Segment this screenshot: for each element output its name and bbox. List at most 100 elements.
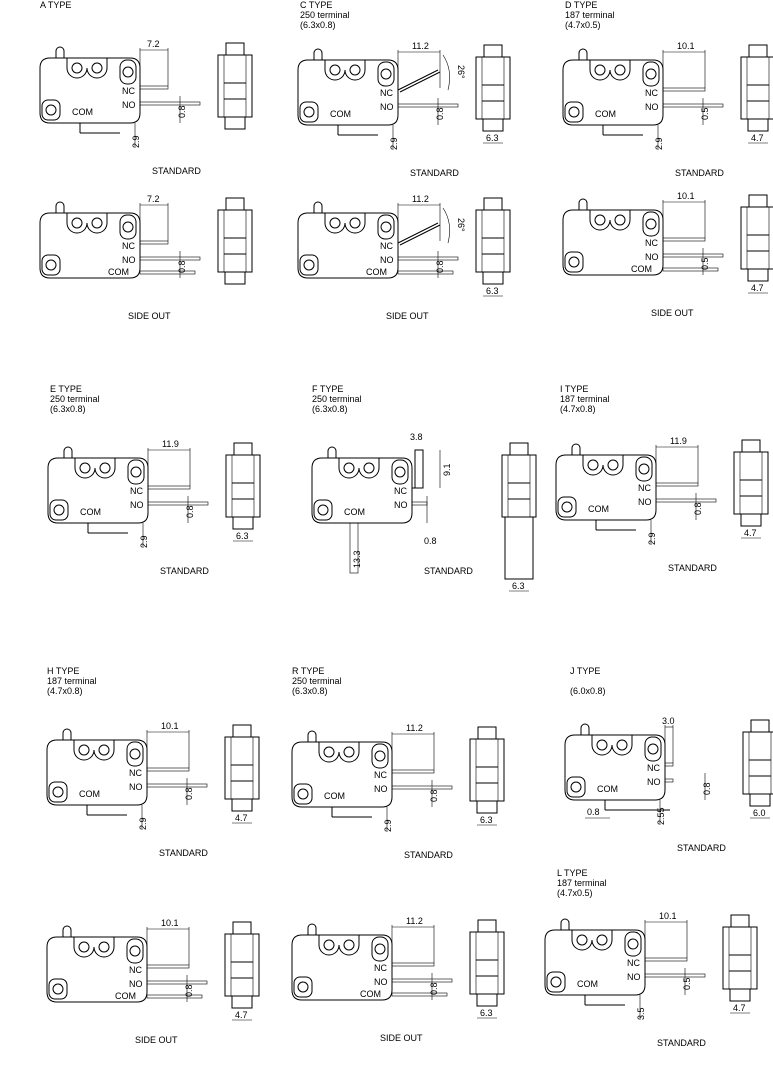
terminal-spec: 187 terminal <box>557 878 607 888</box>
side-view-plunger <box>232 921 252 935</box>
no-label: NO <box>122 100 136 110</box>
thickness-dimension: 0.8 <box>424 536 437 546</box>
type-title: F TYPE <box>312 384 343 394</box>
nc-terminal-angled <box>399 224 441 246</box>
terminal-spec: (6.3x0.8) <box>292 686 328 696</box>
switch-body <box>562 59 664 126</box>
thickness-dimension: 0.8 <box>184 984 194 997</box>
nc-terminal-vertical <box>414 449 424 489</box>
mounting-hole-frame <box>566 776 586 798</box>
variant-caption: STANDARD <box>424 566 473 576</box>
width-dimension: 10.1 <box>161 918 179 928</box>
type-title: C TYPE <box>300 0 332 10</box>
angle-arc <box>442 54 450 91</box>
no-terminal <box>147 501 209 506</box>
variant-caption: STANDARD <box>410 168 459 178</box>
mounting-hole <box>568 106 580 118</box>
nc-label: NC <box>380 88 393 98</box>
side-view-body <box>225 454 261 518</box>
side-view-plunger <box>232 724 252 738</box>
width-dimension: 3.8 <box>410 432 423 442</box>
com-terminal <box>146 994 203 999</box>
no-label: NO <box>129 979 143 989</box>
screw-icon <box>576 934 588 946</box>
screw-icon <box>349 217 361 229</box>
actuator-pin <box>313 201 323 213</box>
mounting-hole-frame <box>377 214 395 240</box>
switch-body <box>297 59 399 126</box>
mounting-hole <box>45 104 57 116</box>
thickness-dimension: 0.8 <box>177 105 187 118</box>
nc-terminal <box>147 485 191 490</box>
screw-housing <box>591 735 633 756</box>
screw-housing <box>74 458 116 479</box>
com-label: COM <box>80 507 101 517</box>
switch-body <box>544 929 646 996</box>
screw-housing <box>582 455 624 476</box>
terminal-spec: (6.3x0.8) <box>300 20 336 30</box>
screw-icon <box>98 744 110 756</box>
mounting-hole-frame <box>293 783 313 805</box>
nc-label: NC <box>374 770 387 780</box>
mounting-hole-frame <box>644 736 662 762</box>
com-label: COM <box>72 107 93 117</box>
terminal-width-dimension: 6.3 <box>512 581 525 591</box>
terminal-width-dimension: 6.3 <box>486 286 499 296</box>
angle-dimension: 26° <box>456 65 466 79</box>
mounting-hole-frame <box>293 976 313 998</box>
mounting-hole <box>122 221 134 233</box>
thickness-dimension: 0.5 <box>700 107 710 120</box>
terminal-width-dimension: 4.7 <box>235 1010 248 1020</box>
mounting-hole <box>297 981 309 993</box>
com-label: COM <box>595 109 616 119</box>
side-view-plunger <box>225 197 245 211</box>
nc-label: NC <box>129 965 142 975</box>
no-terminal <box>664 778 674 783</box>
variant-caption: SIDE OUT <box>651 308 694 318</box>
terminal-width-dimension: 4.7 <box>733 1003 746 1013</box>
type-title: R TYPE <box>292 666 324 676</box>
terminal-width-dimension: 6.3 <box>486 133 499 143</box>
nc-terminal <box>391 962 435 967</box>
side-view-body <box>742 731 773 795</box>
offset-dimension: 3.5 <box>636 1007 646 1020</box>
mounting-hole-frame <box>635 456 653 482</box>
mounting-hole-frame <box>41 254 61 276</box>
com-label: COM <box>344 507 365 517</box>
mounting-hole <box>550 976 562 988</box>
side-view-plunger <box>509 442 529 456</box>
variant-caption: STANDARD <box>657 1038 706 1048</box>
width-dimension: 11.2 <box>406 916 423 926</box>
nc-terminal-angled <box>397 69 439 91</box>
mounting-hole-frame <box>313 499 333 521</box>
terminal-width-dimension: 6.3 <box>236 531 249 541</box>
no-terminal <box>139 101 201 106</box>
com-label: COM <box>79 789 100 799</box>
screw-icon <box>343 462 355 474</box>
no-terminal <box>662 253 724 258</box>
variant-caption: SIDE OUT <box>380 1033 423 1043</box>
screw-housing <box>73 740 115 761</box>
nc-terminal <box>139 85 169 90</box>
screw-icon <box>343 746 355 758</box>
mounting-hole <box>647 743 659 755</box>
side-view-plunger <box>741 439 761 453</box>
no-terminal <box>146 980 208 985</box>
switch-body <box>46 936 148 1003</box>
nc-label: NC <box>394 486 407 496</box>
screw-icon <box>91 62 103 74</box>
nc-terminal <box>662 87 706 92</box>
nc-terminal <box>655 482 699 487</box>
mounting-hole-frame <box>127 459 145 485</box>
switch-body <box>47 457 149 524</box>
width-dimension: 11.2 <box>412 194 429 204</box>
screw-housing <box>589 60 631 81</box>
com-label: COM <box>324 791 345 801</box>
com-label: COM <box>108 267 129 277</box>
